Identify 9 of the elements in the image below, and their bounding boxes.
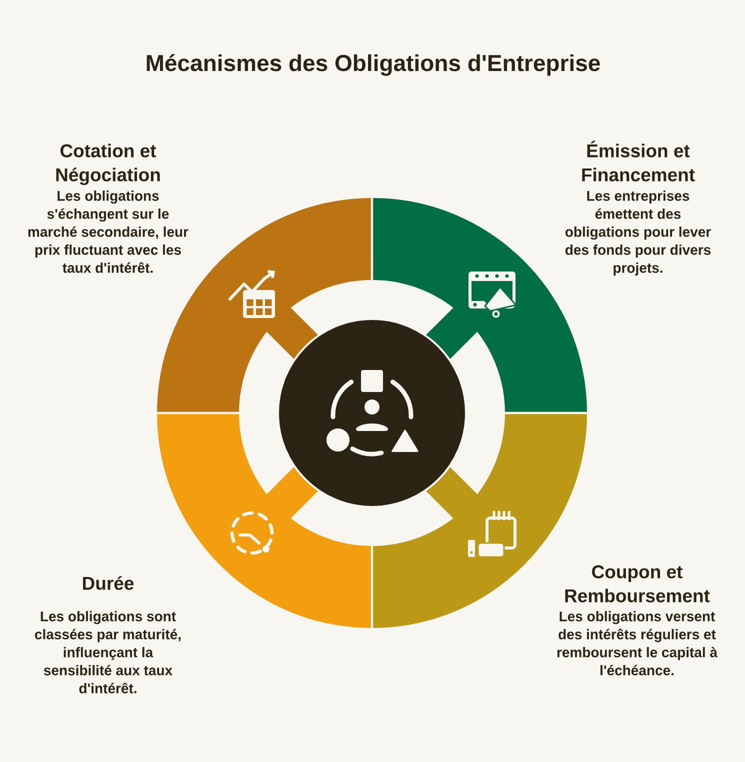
description: Les obligations versent des intérêts réguliers et remboursent le capital à l'échéance. xyxy=(557,611,718,676)
heading: Coupon et Remboursement xyxy=(565,565,710,602)
heading: Émission et Financement xyxy=(582,140,695,182)
title: Mécanismes des Obligations d'Entreprise xyxy=(146,54,600,76)
description: Les obligations sont classées par maturité, influençant la sensibilité aux taux d'intérêt. xyxy=(35,611,181,694)
heading: Cotation et Négociation xyxy=(56,144,160,186)
description: Les entreprises émettent des obligations pour lever des fonds pour divers projets. xyxy=(565,190,711,276)
heading: Durée xyxy=(83,576,134,590)
description: Les obligations s'échangent sur le marché secondaire, leur prix fluctuant avec les taux d'intérêt. xyxy=(28,190,188,273)
